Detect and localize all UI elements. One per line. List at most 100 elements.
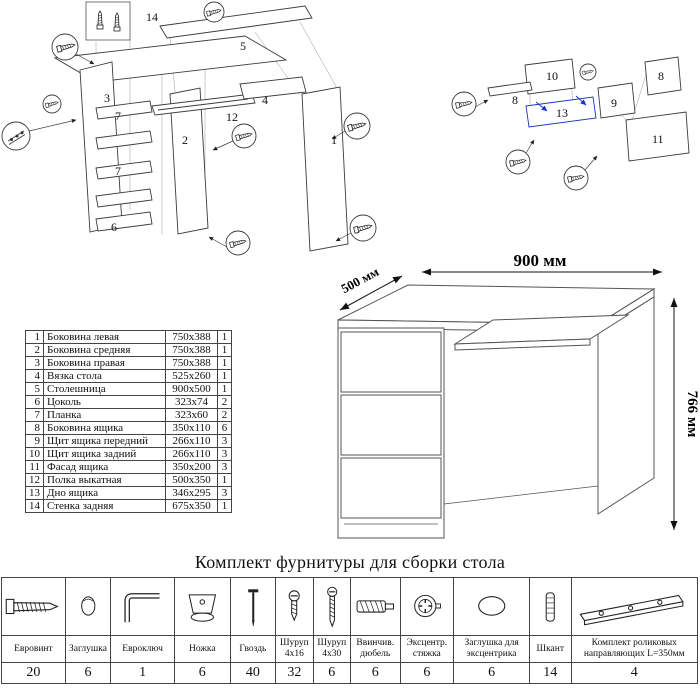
hardware-item: Шуруп 4x30 6 [312,577,351,684]
part-number: 10 [25,447,44,461]
part-number: 13 [25,486,44,500]
hardware-name: Эксцентр. стяжка [400,636,454,663]
part-qty: 3 [217,486,232,500]
hardware-qty: 6 [328,665,336,680]
part-number: 1 [25,330,44,344]
width-dimension-label: 900 мм [514,251,567,270]
hardware-name: Евровинт [2,636,65,663]
drawer-front-2 [340,394,442,456]
part-size: 266x110 [165,447,218,461]
label-part-3: 3 [104,91,110,105]
part-row: 13 Дно ящика 346x295 3 [25,486,232,500]
parts-table-body: 1 Боковина левая 750x388 1 2 Боковина ср… [25,330,232,513]
part-size: 350x110 [165,421,218,435]
label-part-7b: 7 [115,164,121,178]
hardware-item: Заглушка для эксцентрика 6 [453,577,531,684]
label-part-8a: 8 [512,93,518,107]
part-back-wall [159,5,313,39]
hardware-name: Заглушка для эксцентрика [454,636,530,663]
part-drawer-side-left [487,81,533,97]
label-part-13: 13 [556,106,568,120]
part-size: 750x388 [165,356,218,370]
part-size: 323x60 [165,408,218,422]
napravl-icon [571,578,697,636]
part-size: 350x200 [165,460,218,474]
part-number: 7 [25,408,44,422]
height-dimension-label: 766 мм [684,391,698,438]
part-qty: 2 [217,408,232,422]
part-name: Щит ящика задний [43,447,166,461]
part-qty: 6 [217,421,232,435]
hardware-table: Евровинт 20 Заглушка 6 Евроключ 1 Ножка … [1,577,698,684]
hardware-name: Комплект роликовых направляющих L=350мм [571,636,697,663]
part-row: 1 Боковина левая 750x388 1 [25,330,232,344]
parts-table: 1 Боковина левая 750x388 1 2 Боковина ср… [25,330,232,513]
shkant-icon [530,578,571,636]
hardware-item: Евровинт 20 [1,577,66,684]
part-row: 2 Боковина средняя 750x388 1 [25,343,232,357]
part-size: 346x295 [165,486,218,500]
hardware-qty: 6 [198,665,206,680]
part-qty: 3 [217,447,232,461]
part-number: 8 [25,421,44,435]
hardware-name: Шуруп 4x30 [313,636,350,663]
shurup16-icon [276,578,313,636]
part-number: 3 [25,356,44,370]
hardware-item: Шуруп 4x16 32 [275,577,314,684]
part-size: 750x388 [165,343,218,357]
part-row: 12 Полка выкатная 500x350 1 [25,473,232,487]
part-number: 4 [25,369,44,383]
dyubel-icon [350,578,400,636]
depth-dimension-arrow [339,275,403,311]
part-row: 3 Боковина правая 750x388 1 [25,356,232,370]
part-drawer-facade [625,111,690,162]
part-qty: 1 [217,343,232,357]
part-name: Фасад ящика [43,460,166,474]
hardware-qty: 40 [245,665,260,680]
hardware-name: Гвоздь [230,636,276,663]
exploded-drawer-parts [451,56,690,191]
hardware-name: Ножка [174,636,230,663]
label-part-12: 12 [226,110,238,124]
part-number: 9 [25,434,44,448]
part-number: 2 [25,343,44,357]
part-size: 750x388 [165,330,218,344]
part-drawer-front-shield [597,82,636,119]
part-row: 7 Планка 323x60 2 [25,408,232,422]
part-row: 4 Вязка стола 525x260 1 [25,369,232,383]
dimension-arrows [339,268,678,530]
part-qty: 3 [217,434,232,448]
part-name: Щит ящика передний [43,434,166,448]
hardware-qty: 20 [26,665,41,680]
part-name: Боковина средняя [43,343,166,357]
hardware-item: Шкант 14 [529,577,572,684]
hardware-item: Ножка 6 [173,577,231,684]
part-qty: 1 [217,330,232,344]
part-qty: 3 [217,460,232,474]
label-part-7a: 7 [115,109,121,123]
part-name: Стенка задняя [43,499,166,513]
part-size: 323x74 [165,395,218,409]
exploded-main-parts [1,1,377,256]
part-row: 11 Фасад ящика 350x200 3 [25,460,232,474]
hardware-qty: 32 [287,665,302,680]
desk-body [337,284,656,539]
evrovint-icon [2,578,65,636]
drawer-front-3 [340,457,442,519]
part-number: 11 [25,460,44,474]
hardware-name: Евроключ [111,636,174,663]
hardware-item: Заглушка 6 [64,577,112,684]
excentrik-icon [400,578,454,636]
hardware-item: Евроключ 1 [110,577,175,684]
label-part-4: 4 [262,93,268,107]
part-row: 6 Цоколь 323x74 2 [25,395,232,409]
magnifier-callouts [1,1,377,256]
part-qty: 1 [217,356,232,370]
part-size: 525x260 [165,369,218,383]
exploded-drawer-labels: 10 8 9 8 13 11 [512,69,664,146]
part-drawer-bottom-highlighted [525,95,597,128]
exploded-view-drawer: 10 8 9 8 13 11 [451,56,690,191]
drawer-magnifier-callouts [451,63,598,191]
part-drawer-side-right [644,56,682,96]
